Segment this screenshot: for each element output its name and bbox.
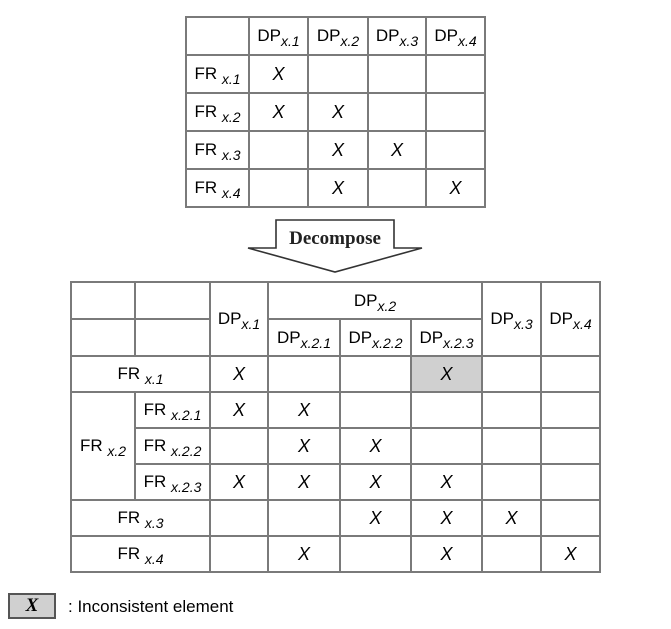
row-header-fr-x2: FR x.2	[185, 92, 250, 132]
matrix-cell	[425, 54, 486, 94]
matrix-cell: X	[339, 427, 412, 465]
matrix-cell	[410, 391, 483, 429]
matrix-cell	[540, 355, 601, 393]
matrix-cell	[540, 463, 601, 501]
matrix-cell	[425, 92, 486, 132]
legend-label: : Inconsistent element	[68, 597, 234, 616]
matrix-cell: X	[209, 355, 269, 393]
matrix-cell: X	[307, 92, 369, 132]
matrix-row: FR x.4 X X X	[70, 535, 601, 573]
matrix-cell: X	[248, 92, 309, 132]
matrix-cell: X	[410, 535, 483, 573]
matrix-cell: X	[267, 463, 341, 501]
matrix-cell	[267, 499, 341, 537]
col-header-dp-x1: DPx.1	[209, 281, 269, 357]
matrix-cell	[481, 535, 542, 573]
matrix-row: FR x.1 X X	[70, 355, 601, 393]
col-header-dp-x4: DPx.4	[540, 281, 601, 357]
matrix-cell	[339, 391, 412, 429]
matrix-cell	[481, 427, 542, 465]
row-header-fr-x1: FR x.1	[70, 355, 211, 393]
matrix-cell	[367, 54, 427, 94]
row-header-fr-x21: FR x.2.1	[134, 391, 211, 429]
matrix-cell: X	[367, 130, 427, 170]
row-header-fr-x2: FR x.2	[70, 391, 136, 501]
col-header-dp-x2: DPx.2	[267, 281, 483, 320]
matrix-cell	[481, 355, 542, 393]
matrix-cell	[540, 427, 601, 465]
matrix-row: FR x.3 X X	[185, 130, 486, 170]
matrix-cell: X	[267, 427, 341, 465]
matrix-row: FR x.2.3 X X X X	[71, 463, 601, 501]
corner-cell	[134, 318, 211, 357]
matrix-cell	[540, 391, 601, 429]
matrix-row: FR x.3 X X X	[70, 499, 601, 537]
corner-cell	[70, 318, 136, 357]
corner-cell	[185, 16, 250, 56]
matrix-row: FR x.4 X X	[185, 168, 486, 208]
matrix-cell: X	[267, 391, 341, 429]
matrix-cell	[209, 499, 269, 537]
matrix-row: FR x.2.2 X X	[71, 427, 601, 465]
matrix-cell	[339, 535, 412, 573]
matrix-cell: X	[307, 168, 369, 208]
corner-cell	[134, 281, 211, 320]
col-header-dp-x23: DPx.2.3	[410, 318, 483, 357]
matrix-cell: X	[410, 499, 483, 537]
matrix-cell: X	[425, 168, 486, 208]
row-header-fr-x23: FR x.2.3	[134, 463, 211, 501]
matrix-cell: X	[481, 499, 542, 537]
col-header-dp-x3: DPx.3	[367, 16, 427, 56]
row-header-fr-x3: FR x.3	[70, 499, 211, 537]
matrix-row: FR x.2 X X	[185, 92, 486, 132]
col-header-dp-x2: DPx.2	[307, 16, 369, 56]
matrix-cell	[410, 427, 483, 465]
matrix-cell	[425, 130, 486, 170]
matrix-cell	[307, 54, 369, 94]
row-header-fr-x22: FR x.2.2	[134, 427, 211, 465]
col-header-dp-x1: DPx.1	[248, 16, 309, 56]
lower-design-matrix: DPx.1 DPx.2 DPx.3 DPx.4 DPx.2.1 DPx.2.2 …	[70, 281, 601, 573]
matrix-cell	[267, 355, 341, 393]
matrix-cell: X	[209, 463, 269, 501]
matrix-cell	[367, 168, 427, 208]
decompose-arrow-icon	[247, 219, 423, 273]
matrix-cell: X	[267, 535, 341, 573]
corner-cell	[70, 281, 136, 320]
row-header-fr-x4: FR x.4	[185, 168, 250, 208]
legend-swatch: X	[8, 593, 56, 619]
matrix-cell: X	[248, 54, 309, 94]
col-header-dp-x4: DPx.4	[425, 16, 486, 56]
matrix-cell	[248, 130, 309, 170]
matrix-cell	[209, 427, 269, 465]
matrix-cell	[481, 391, 542, 429]
matrix-cell: X	[307, 130, 369, 170]
inconsistent-cell: X	[410, 355, 483, 393]
matrix-cell: X	[540, 535, 601, 573]
col-header-dp-x22: DPx.2.2	[339, 318, 412, 357]
matrix-cell	[209, 535, 269, 573]
matrix-row: FR x.2 FR x.2.1 X X	[70, 391, 601, 501]
matrix-cell: X	[410, 463, 483, 501]
row-header-fr-x3: FR x.3	[185, 130, 250, 170]
row-header-fr-x1: FR x.1	[185, 54, 250, 94]
matrix-cell	[540, 499, 601, 537]
upper-design-matrix: DPx.1 DPx.2 DPx.3 DPx.4 FR x.1 X FR x.2 …	[185, 16, 486, 208]
col-header-dp-x3: DPx.3	[481, 281, 542, 357]
matrix-cell: X	[209, 391, 269, 429]
matrix-row: FR x.1 X	[185, 54, 486, 94]
matrix-cell: X	[339, 499, 412, 537]
matrix-cell	[339, 355, 412, 393]
col-header-dp-x21: DPx.2.1	[267, 318, 341, 357]
matrix-cell	[481, 463, 542, 501]
decompose-label: Decompose	[289, 228, 381, 249]
matrix-cell	[367, 92, 427, 132]
matrix-cell	[248, 168, 309, 208]
matrix-cell: X	[339, 463, 412, 501]
row-header-fr-x4: FR x.4	[70, 535, 211, 573]
